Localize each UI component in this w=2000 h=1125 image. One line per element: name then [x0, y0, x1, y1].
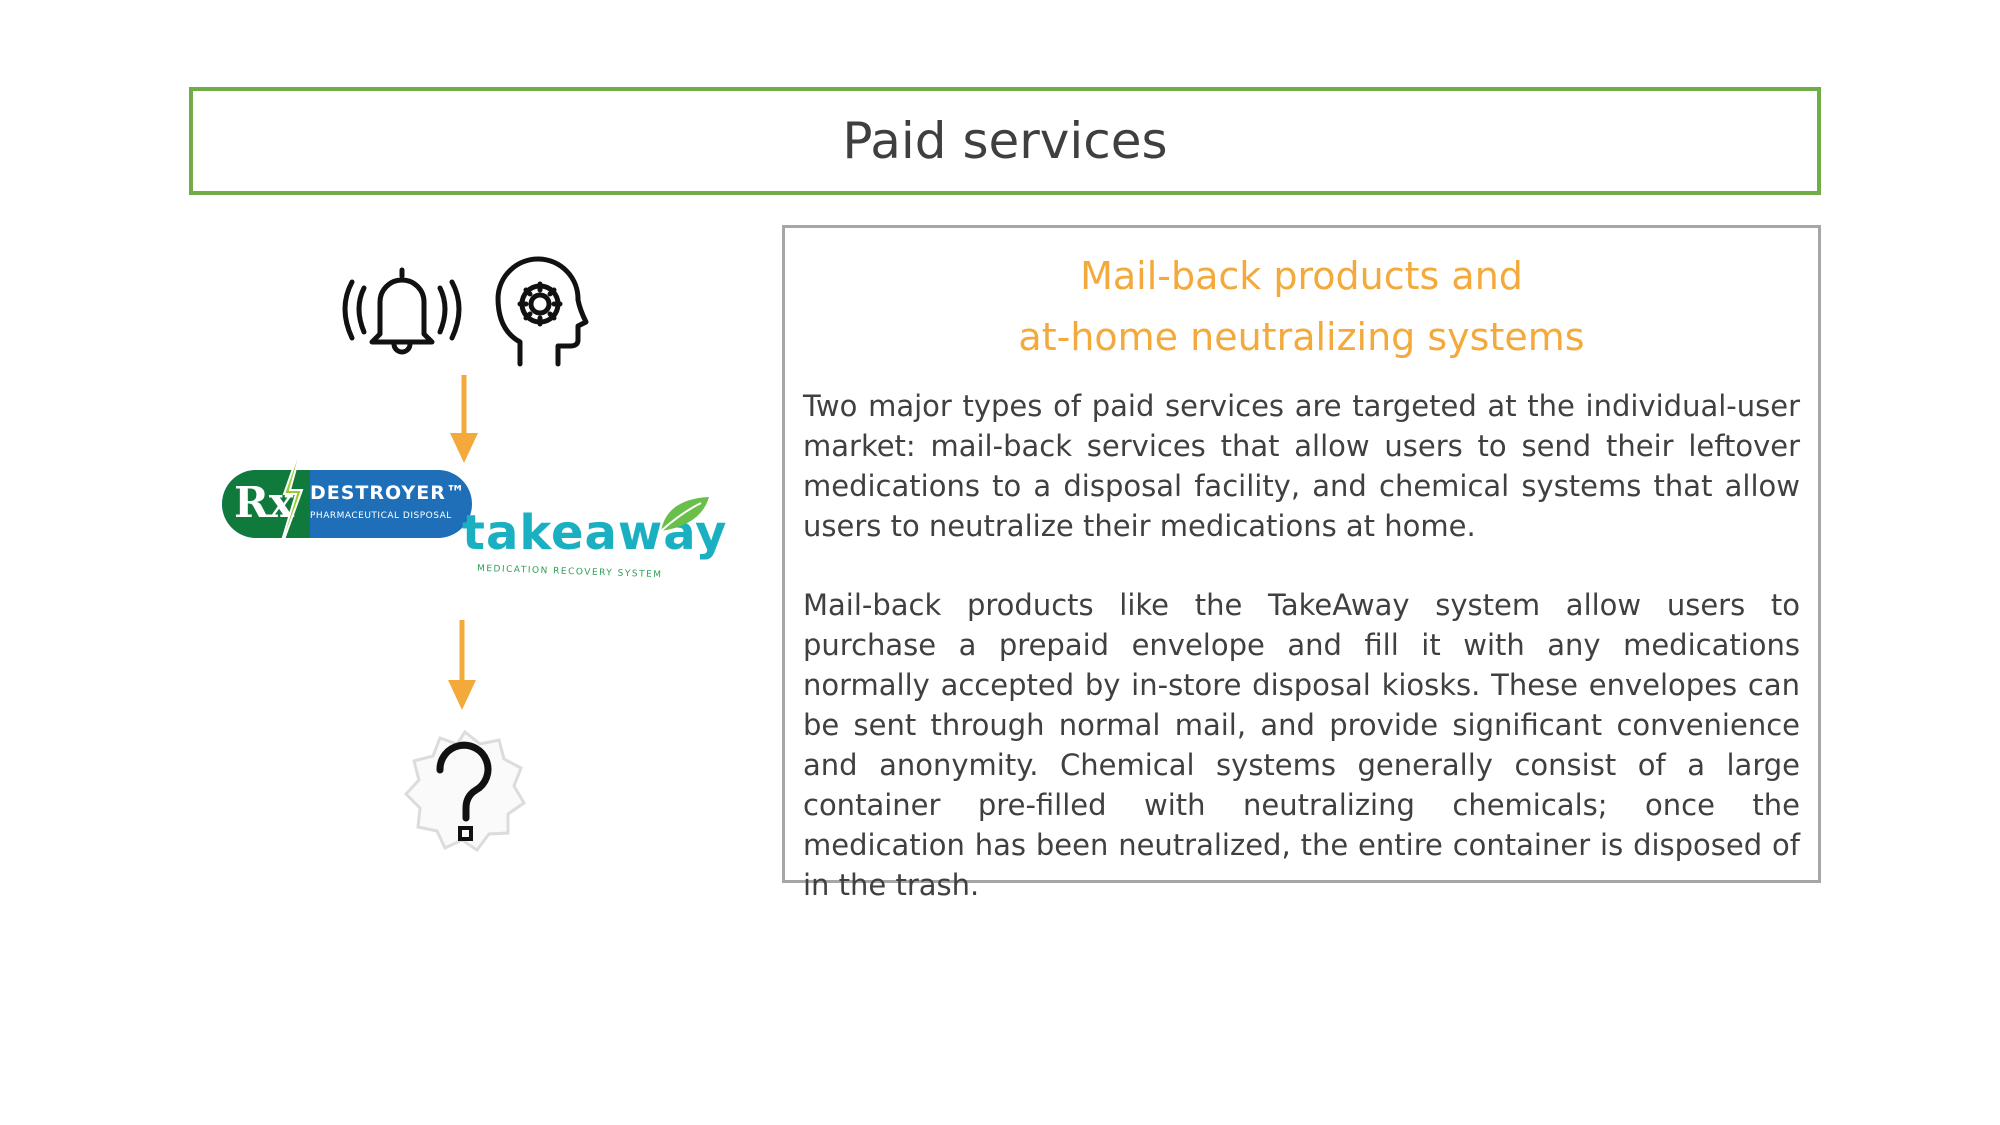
rx-letters: Rx: [234, 478, 294, 527]
question-badge-icon: [403, 729, 527, 853]
paragraph-intro: Two major types of paid services are tar…: [803, 389, 1800, 543]
rx-destroyer-logo: Rx DESTROYER™ PHARMACEUTICAL DISPOSAL: [222, 432, 472, 567]
content-panel: Mail-back products and at-home neutraliz…: [782, 225, 1821, 902]
takeaway-logo: takeaway MEDICATION RECOVERY SYSTEM: [462, 495, 726, 595]
lightning-bolt-icon: [273, 432, 307, 567]
panel-heading-line1: Mail-back products and: [1080, 254, 1523, 298]
title-box: Paid services: [189, 87, 1821, 195]
paragraph-detail: Mail-back products like the TakeAway sys…: [803, 588, 1800, 902]
leaf-icon: [660, 497, 709, 532]
slide-title: Paid services: [842, 112, 1168, 170]
panel-heading-line2: at-home neutralizing systems: [1018, 315, 1585, 359]
rx-brand-name: DESTROYER™: [310, 482, 466, 504]
arrow-down-icon: [448, 620, 476, 710]
bell-ringing-icon: [342, 267, 462, 355]
takeaway-tagline: MEDICATION RECOVERY SYSTEM: [476, 563, 663, 581]
rx-tagline: PHARMACEUTICAL DISPOSAL: [310, 511, 452, 521]
arrow-down-icon: [450, 375, 478, 463]
head-gear-icon: [495, 256, 589, 367]
